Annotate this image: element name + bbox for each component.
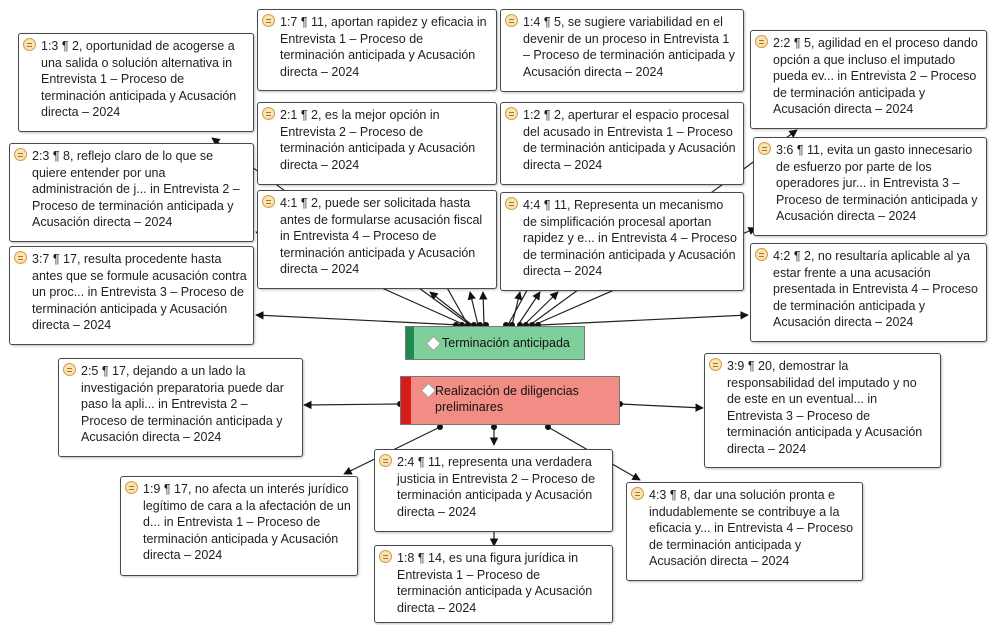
link: [517, 291, 541, 326]
quote-text: 1:8 ¶ 14, es una figura jurídica in Entr…: [397, 551, 593, 615]
quote-text: 2:4 ¶ 11, representa una verdadera justi…: [397, 455, 596, 519]
quote-text: 1:4 ¶ 5, se sugiere variabilidad en el d…: [523, 15, 735, 79]
quotation-icon: [14, 148, 27, 161]
quote-node[interactable]: 1:9 ¶ 17, no afecta un interés jurídico …: [120, 476, 358, 576]
quotation-icon: [709, 358, 722, 371]
quote-node[interactable]: 3:6 ¶ 11, evita un gasto innecesario de …: [753, 137, 987, 236]
quotation-icon: [125, 481, 138, 494]
quotation-icon: [23, 38, 36, 51]
link: [523, 291, 559, 326]
code-terminacion-anticipada[interactable]: Terminación anticipada: [405, 326, 585, 360]
code-diligencias-preliminares[interactable]: Realización de diligencias preliminares: [400, 376, 620, 425]
quote-node[interactable]: 2:1 ¶ 2, es la mejor opción in Entrevist…: [257, 102, 497, 185]
quote-node[interactable]: 2:5 ¶ 17, dejando a un lado la investiga…: [58, 358, 303, 457]
quote-text: 3:9 ¶ 20, demostrar la responsabilidad d…: [727, 359, 923, 456]
quote-node[interactable]: 1:3 ¶ 2, oportunidad de acogerse a una s…: [18, 33, 254, 132]
quote-text: 4:4 ¶ 11, Representa un mecanismo de sim…: [523, 198, 737, 278]
link: [429, 291, 473, 326]
quotation-icon: [379, 454, 392, 467]
quote-node[interactable]: 2:3 ¶ 8, reflejo claro de lo que se quie…: [9, 143, 254, 242]
quote-text: 4:1 ¶ 2, puede ser solicitada hasta ante…: [280, 196, 483, 276]
quotation-icon: [755, 35, 768, 48]
quote-text: 1:7 ¶ 11, aportan rapidez y eficacia in …: [280, 15, 487, 79]
quote-node[interactable]: 1:2 ¶ 2, aperturar el espacio procesal d…: [500, 102, 744, 185]
quote-text: 2:2 ¶ 5, agilidad en el proceso dando op…: [773, 36, 978, 116]
link: [511, 291, 523, 326]
quote-node[interactable]: 3:7 ¶ 17, resulta procedente hasta antes…: [9, 246, 254, 345]
link: [479, 291, 488, 326]
quotation-icon: [262, 195, 275, 208]
quotation-icon: [262, 107, 275, 120]
link: [467, 291, 479, 326]
link: [303, 400, 401, 410]
quote-node[interactable]: 2:4 ¶ 11, representa una verdadera justi…: [374, 449, 613, 532]
quote-text: 2:3 ¶ 8, reflejo claro de lo que se quie…: [32, 149, 240, 229]
quote-node[interactable]: 2:2 ¶ 5, agilidad en el proceso dando op…: [750, 30, 987, 129]
quotation-icon: [63, 363, 76, 376]
quotation-icon: [379, 550, 392, 563]
quote-text: 4:3 ¶ 8, dar una solución pronta e indud…: [649, 488, 854, 568]
quotation-icon: [262, 14, 275, 27]
quote-node[interactable]: 4:4 ¶ 11, Representa un mecanismo de sim…: [500, 192, 744, 291]
quotation-icon: [14, 251, 27, 264]
quote-node[interactable]: 1:4 ¶ 5, se sugiere variabilidad en el d…: [500, 9, 744, 92]
quote-node[interactable]: 3:9 ¶ 20, demostrar la responsabilidad d…: [704, 353, 941, 468]
quote-node[interactable]: 4:3 ¶ 8, dar una solución pronta e indud…: [626, 482, 863, 581]
quote-text: 1:9 ¶ 17, no afecta un interés jurídico …: [143, 482, 351, 562]
quote-text: 1:2 ¶ 2, aperturar el espacio procesal d…: [523, 108, 736, 172]
quotation-icon: [505, 197, 518, 210]
quote-text: 2:5 ¶ 17, dejando a un lado la investiga…: [81, 364, 284, 444]
quotation-icon: [758, 142, 771, 155]
quotation-icon: [505, 107, 518, 120]
quotation-icon: [755, 248, 768, 261]
code-diamond-icon: [425, 335, 442, 352]
quote-node[interactable]: 1:8 ¶ 14, es una figura jurídica in Entr…: [374, 545, 613, 623]
link: [619, 403, 704, 412]
code-diamond-icon: [420, 382, 437, 399]
quote-text: 2:1 ¶ 2, es la mejor opción in Entrevist…: [280, 108, 476, 172]
quote-node[interactable]: 4:2 ¶ 2, no resultaría aplicable al ya e…: [750, 243, 987, 342]
code-label: Terminación anticipada: [442, 336, 570, 350]
quotation-icon: [631, 487, 644, 500]
quote-node[interactable]: 1:7 ¶ 11, aportan rapidez y eficacia in …: [257, 9, 497, 91]
link: [255, 311, 461, 326]
quote-text: 3:7 ¶ 17, resulta procedente hasta antes…: [32, 252, 247, 332]
quote-text: 3:6 ¶ 11, evita un gasto innecesario de …: [776, 143, 978, 223]
quote-text: 1:3 ¶ 2, oportunidad de acogerse a una s…: [41, 39, 237, 119]
quotation-icon: [505, 14, 518, 27]
quote-node[interactable]: 4:1 ¶ 2, puede ser solicitada hasta ante…: [257, 190, 497, 289]
link: [539, 311, 749, 326]
code-label: Realización de diligencias preliminares: [435, 384, 579, 414]
quote-text: 4:2 ¶ 2, no resultaría aplicable al ya e…: [773, 249, 978, 329]
